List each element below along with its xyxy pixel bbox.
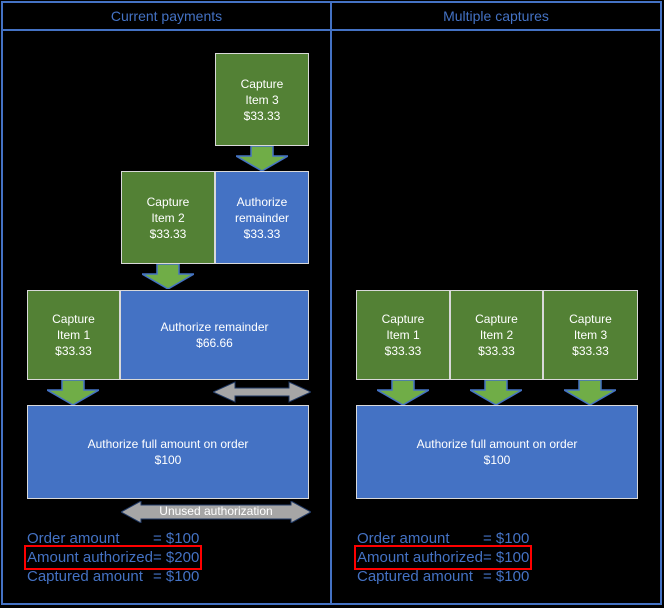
box-line: Capture xyxy=(381,312,425,326)
box-line: Capture xyxy=(475,312,518,326)
right-summary: Order amount = $100 Amount authorized= $1… xyxy=(353,529,533,586)
summary-row: Order amount = $100 xyxy=(357,529,529,548)
unused-authorization-label: Unused authorization xyxy=(159,504,273,518)
down-arrow-icon xyxy=(142,264,194,289)
summary-value: = $200 xyxy=(153,549,200,566)
right-capture-item-2-box: Capture Item 2 $33.33 xyxy=(450,290,543,380)
left-capture-item-3-box: Capture Item 3 $33.33 xyxy=(215,53,309,146)
box-line: $66.66 xyxy=(196,336,233,350)
box-line: $33.33 xyxy=(572,344,609,358)
double-arrow-icon xyxy=(213,381,311,403)
summary-label: Amount authorized xyxy=(357,549,483,566)
summary-row: Captured amount = $100 xyxy=(27,567,199,586)
box-line: $33.33 xyxy=(478,344,515,358)
panel-divider xyxy=(330,1,332,605)
summary-value: = $100 xyxy=(483,549,530,566)
box-line: $33.33 xyxy=(55,344,92,358)
summary-label: Order amount xyxy=(27,530,120,547)
box-line: Authorize full amount on order xyxy=(416,437,578,451)
box-line: Item 3 xyxy=(245,92,279,107)
header-current-payments: Current payments xyxy=(110,8,223,24)
summary-value: = $100 xyxy=(483,568,530,585)
box-line: Authorize xyxy=(236,194,288,209)
summary-value: = $100 xyxy=(153,530,200,547)
left-summary: Order amount = $100 Amount authorized= $2… xyxy=(23,529,203,586)
summary-label: Amount authorized xyxy=(27,549,153,566)
down-arrow-icon xyxy=(470,380,522,405)
left-capture-item-2-box: Capture Item 2 $33.33 xyxy=(121,171,215,264)
amount-authorized-highlight: Amount authorized= $100 xyxy=(353,545,533,570)
summary-row: Order amount = $100 xyxy=(27,529,199,548)
down-arrow-icon xyxy=(47,380,99,405)
summary-row: Captured amount = $100 xyxy=(357,567,529,586)
box-line: Capture xyxy=(569,312,612,326)
box-line: $100 xyxy=(154,453,182,467)
right-capture-item-3-box: Capture Item 3 $33.33 xyxy=(543,290,638,380)
box-line: Capture xyxy=(240,76,284,91)
box-line: $100 xyxy=(483,453,511,467)
box-line: $33.33 xyxy=(384,344,422,358)
summary-label: Captured amount xyxy=(27,568,143,585)
box-line: Item 3 xyxy=(573,328,608,342)
left-authorize-remainder-small-box: Authorize remainder $33.33 xyxy=(215,171,309,264)
left-authorize-remainder-large-box: Authorize remainder $66.66 xyxy=(120,290,309,380)
summary-label: Captured amount xyxy=(357,568,473,585)
box-line: $33.33 xyxy=(243,226,281,241)
unused-authorization-arrow: Unused authorization xyxy=(121,501,311,523)
box-line: remainder xyxy=(234,210,290,225)
down-arrow-icon xyxy=(377,380,429,405)
box-line: $33.33 xyxy=(243,108,281,123)
summary-value: = $100 xyxy=(483,530,530,547)
box-line: Item 2 xyxy=(479,328,514,342)
box-line: Authorize remainder xyxy=(160,320,269,334)
box-line: Item 1 xyxy=(386,328,420,342)
down-arrow-icon xyxy=(564,380,616,405)
double-arrow-icon xyxy=(121,501,311,523)
left-authorize-full-box: Authorize full amount on order $100 xyxy=(27,405,309,499)
summary-label: Order amount xyxy=(357,530,450,547)
box-line: Capture xyxy=(52,312,95,326)
right-authorize-full-box: Authorize full amount on order $100 xyxy=(356,405,638,499)
box-line: $33.33 xyxy=(149,226,187,241)
header-multiple-captures: Multiple captures xyxy=(443,8,549,24)
down-arrow-icon xyxy=(236,146,288,171)
left-capture-item-1-box: Capture Item 1 $33.33 xyxy=(27,290,120,380)
header-separator xyxy=(1,29,662,31)
box-line: Item 2 xyxy=(151,210,185,225)
box-line: Authorize full amount on order xyxy=(87,437,249,451)
box-line: Item 1 xyxy=(56,328,91,342)
summary-value: = $100 xyxy=(153,568,200,585)
amount-authorized-highlight: Amount authorized= $200 xyxy=(23,545,203,570)
right-capture-item-1-box: Capture Item 1 $33.33 xyxy=(356,290,450,380)
box-line: Capture xyxy=(146,194,190,209)
